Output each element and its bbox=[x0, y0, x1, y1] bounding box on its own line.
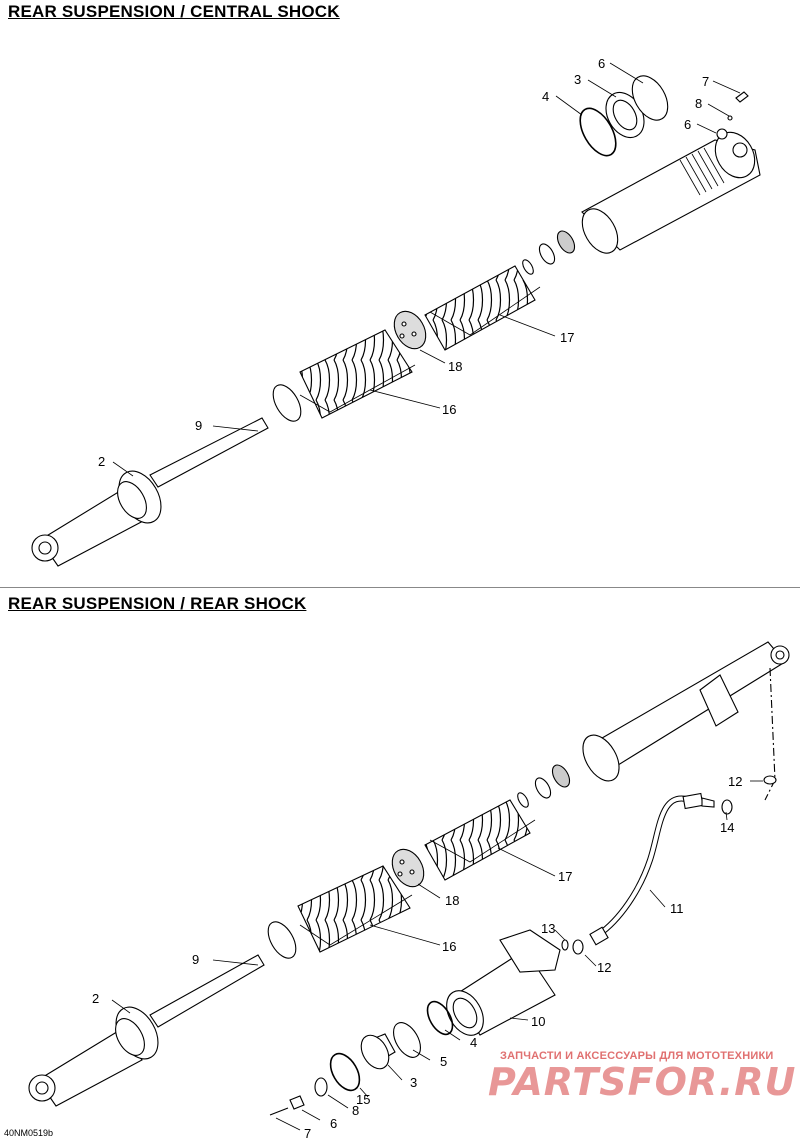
rear-callout-9: 9 bbox=[192, 952, 199, 967]
rear-spring-16 bbox=[297, 865, 411, 953]
rear-screw-7 bbox=[269, 1107, 289, 1116]
rear-callout-5: 5 bbox=[440, 1054, 447, 1069]
rear-washers bbox=[517, 764, 571, 808]
central-callout-4: 4 bbox=[542, 89, 549, 104]
central-callout-2: 2 bbox=[98, 454, 105, 469]
central-callout-labels: 6 3 4 7 8 6 17 18 16 9 2 bbox=[98, 56, 709, 469]
rear-callout-18: 18 bbox=[445, 893, 459, 908]
rear-callout-labels: 12 14 11 13 12 17 18 16 9 2 10 4 5 3 15 … bbox=[92, 774, 742, 1141]
central-cap-3 bbox=[605, 91, 645, 139]
rear-seal-15 bbox=[329, 1052, 361, 1092]
rear-callout-3: 3 bbox=[410, 1075, 417, 1090]
rear-seal-4 bbox=[426, 1000, 454, 1036]
section-divider bbox=[0, 587, 800, 588]
central-callout-17: 17 bbox=[560, 330, 574, 345]
rear-bushing-6 bbox=[289, 1095, 305, 1110]
rear-callout-14: 14 bbox=[720, 820, 734, 835]
central-screw-7 bbox=[735, 91, 749, 103]
rear-hose-11 bbox=[589, 792, 715, 946]
central-callouts bbox=[112, 62, 741, 477]
central-rod-9 bbox=[149, 417, 269, 488]
rear-rod-end-2 bbox=[28, 1006, 159, 1107]
rear-callout-12-bottom: 12 bbox=[597, 960, 611, 975]
rear-callout-2: 2 bbox=[92, 991, 99, 1006]
rear-callout-4: 4 bbox=[470, 1035, 477, 1050]
rear-callout-17: 17 bbox=[558, 869, 572, 884]
rear-seal-5 bbox=[392, 1022, 422, 1058]
central-callout-16: 16 bbox=[442, 402, 456, 417]
rear-washer-13 bbox=[561, 939, 569, 951]
rear-callout-8: 8 bbox=[352, 1103, 359, 1118]
central-washers bbox=[522, 230, 576, 275]
rear-rod-washer bbox=[267, 921, 297, 959]
rear-shock-body bbox=[582, 641, 790, 782]
rear-callout-7: 7 bbox=[304, 1126, 311, 1141]
rear-spring-17 bbox=[424, 799, 531, 881]
rear-callout-12-top: 12 bbox=[728, 774, 742, 789]
central-callout-8: 8 bbox=[695, 96, 702, 111]
rear-callout-11: 11 bbox=[670, 901, 684, 916]
central-spring-17 bbox=[424, 265, 536, 351]
central-disc-5 bbox=[631, 75, 669, 121]
watermark-logo: PARTSFOR.RU bbox=[488, 1060, 797, 1104]
central-callout-6: 6 bbox=[684, 117, 691, 132]
rear-cap-3 bbox=[360, 1033, 396, 1070]
rear-piston-18 bbox=[391, 848, 425, 888]
central-rod-end-2 bbox=[31, 470, 162, 567]
central-callout-9: 9 bbox=[195, 418, 202, 433]
rear-rod-9 bbox=[149, 954, 265, 1028]
central-rod-washer bbox=[272, 384, 302, 422]
rear-reservoir-10 bbox=[446, 929, 561, 1036]
rear-oring-12-top bbox=[763, 775, 777, 785]
rear-callout-15: 15 bbox=[356, 1092, 370, 1107]
rear-disc-8 bbox=[314, 1077, 328, 1097]
rear-fitting-14 bbox=[721, 799, 733, 815]
central-piston-18 bbox=[393, 310, 427, 350]
central-shock-title: REAR SUSPENSION / CENTRAL SHOCK bbox=[8, 2, 340, 21]
central-seal-ring-4 bbox=[579, 107, 617, 157]
central-shock-body bbox=[581, 131, 761, 254]
rear-callout-6: 6 bbox=[330, 1116, 337, 1131]
central-spring-16 bbox=[299, 329, 413, 419]
central-shock-assembly bbox=[31, 75, 761, 567]
rear-shock-title: REAR SUSPENSION / REAR SHOCK bbox=[8, 594, 307, 613]
watermark-caption: ЗАПЧАСТИ И АКСЕССУАРЫ ДЛЯ МОТОТЕХНИКИ bbox=[500, 1050, 774, 1062]
rear-oring-12-bottom bbox=[572, 939, 584, 955]
central-callout-18: 18 bbox=[448, 359, 462, 374]
central-callout-3: 3 bbox=[574, 72, 581, 87]
rear-shock-assembly bbox=[28, 641, 790, 1116]
central-pin-8 bbox=[727, 115, 733, 121]
reference-code: 40NM0519b bbox=[4, 1128, 54, 1138]
rear-callout-10: 10 bbox=[531, 1014, 545, 1029]
rear-callouts bbox=[111, 780, 763, 1131]
rear-callout-13: 13 bbox=[541, 921, 555, 936]
rear-callout-16: 16 bbox=[442, 939, 456, 954]
central-callout-7: 7 bbox=[702, 74, 709, 89]
central-bushing-6 bbox=[716, 128, 728, 140]
central-callout-5: 6 bbox=[598, 56, 605, 71]
